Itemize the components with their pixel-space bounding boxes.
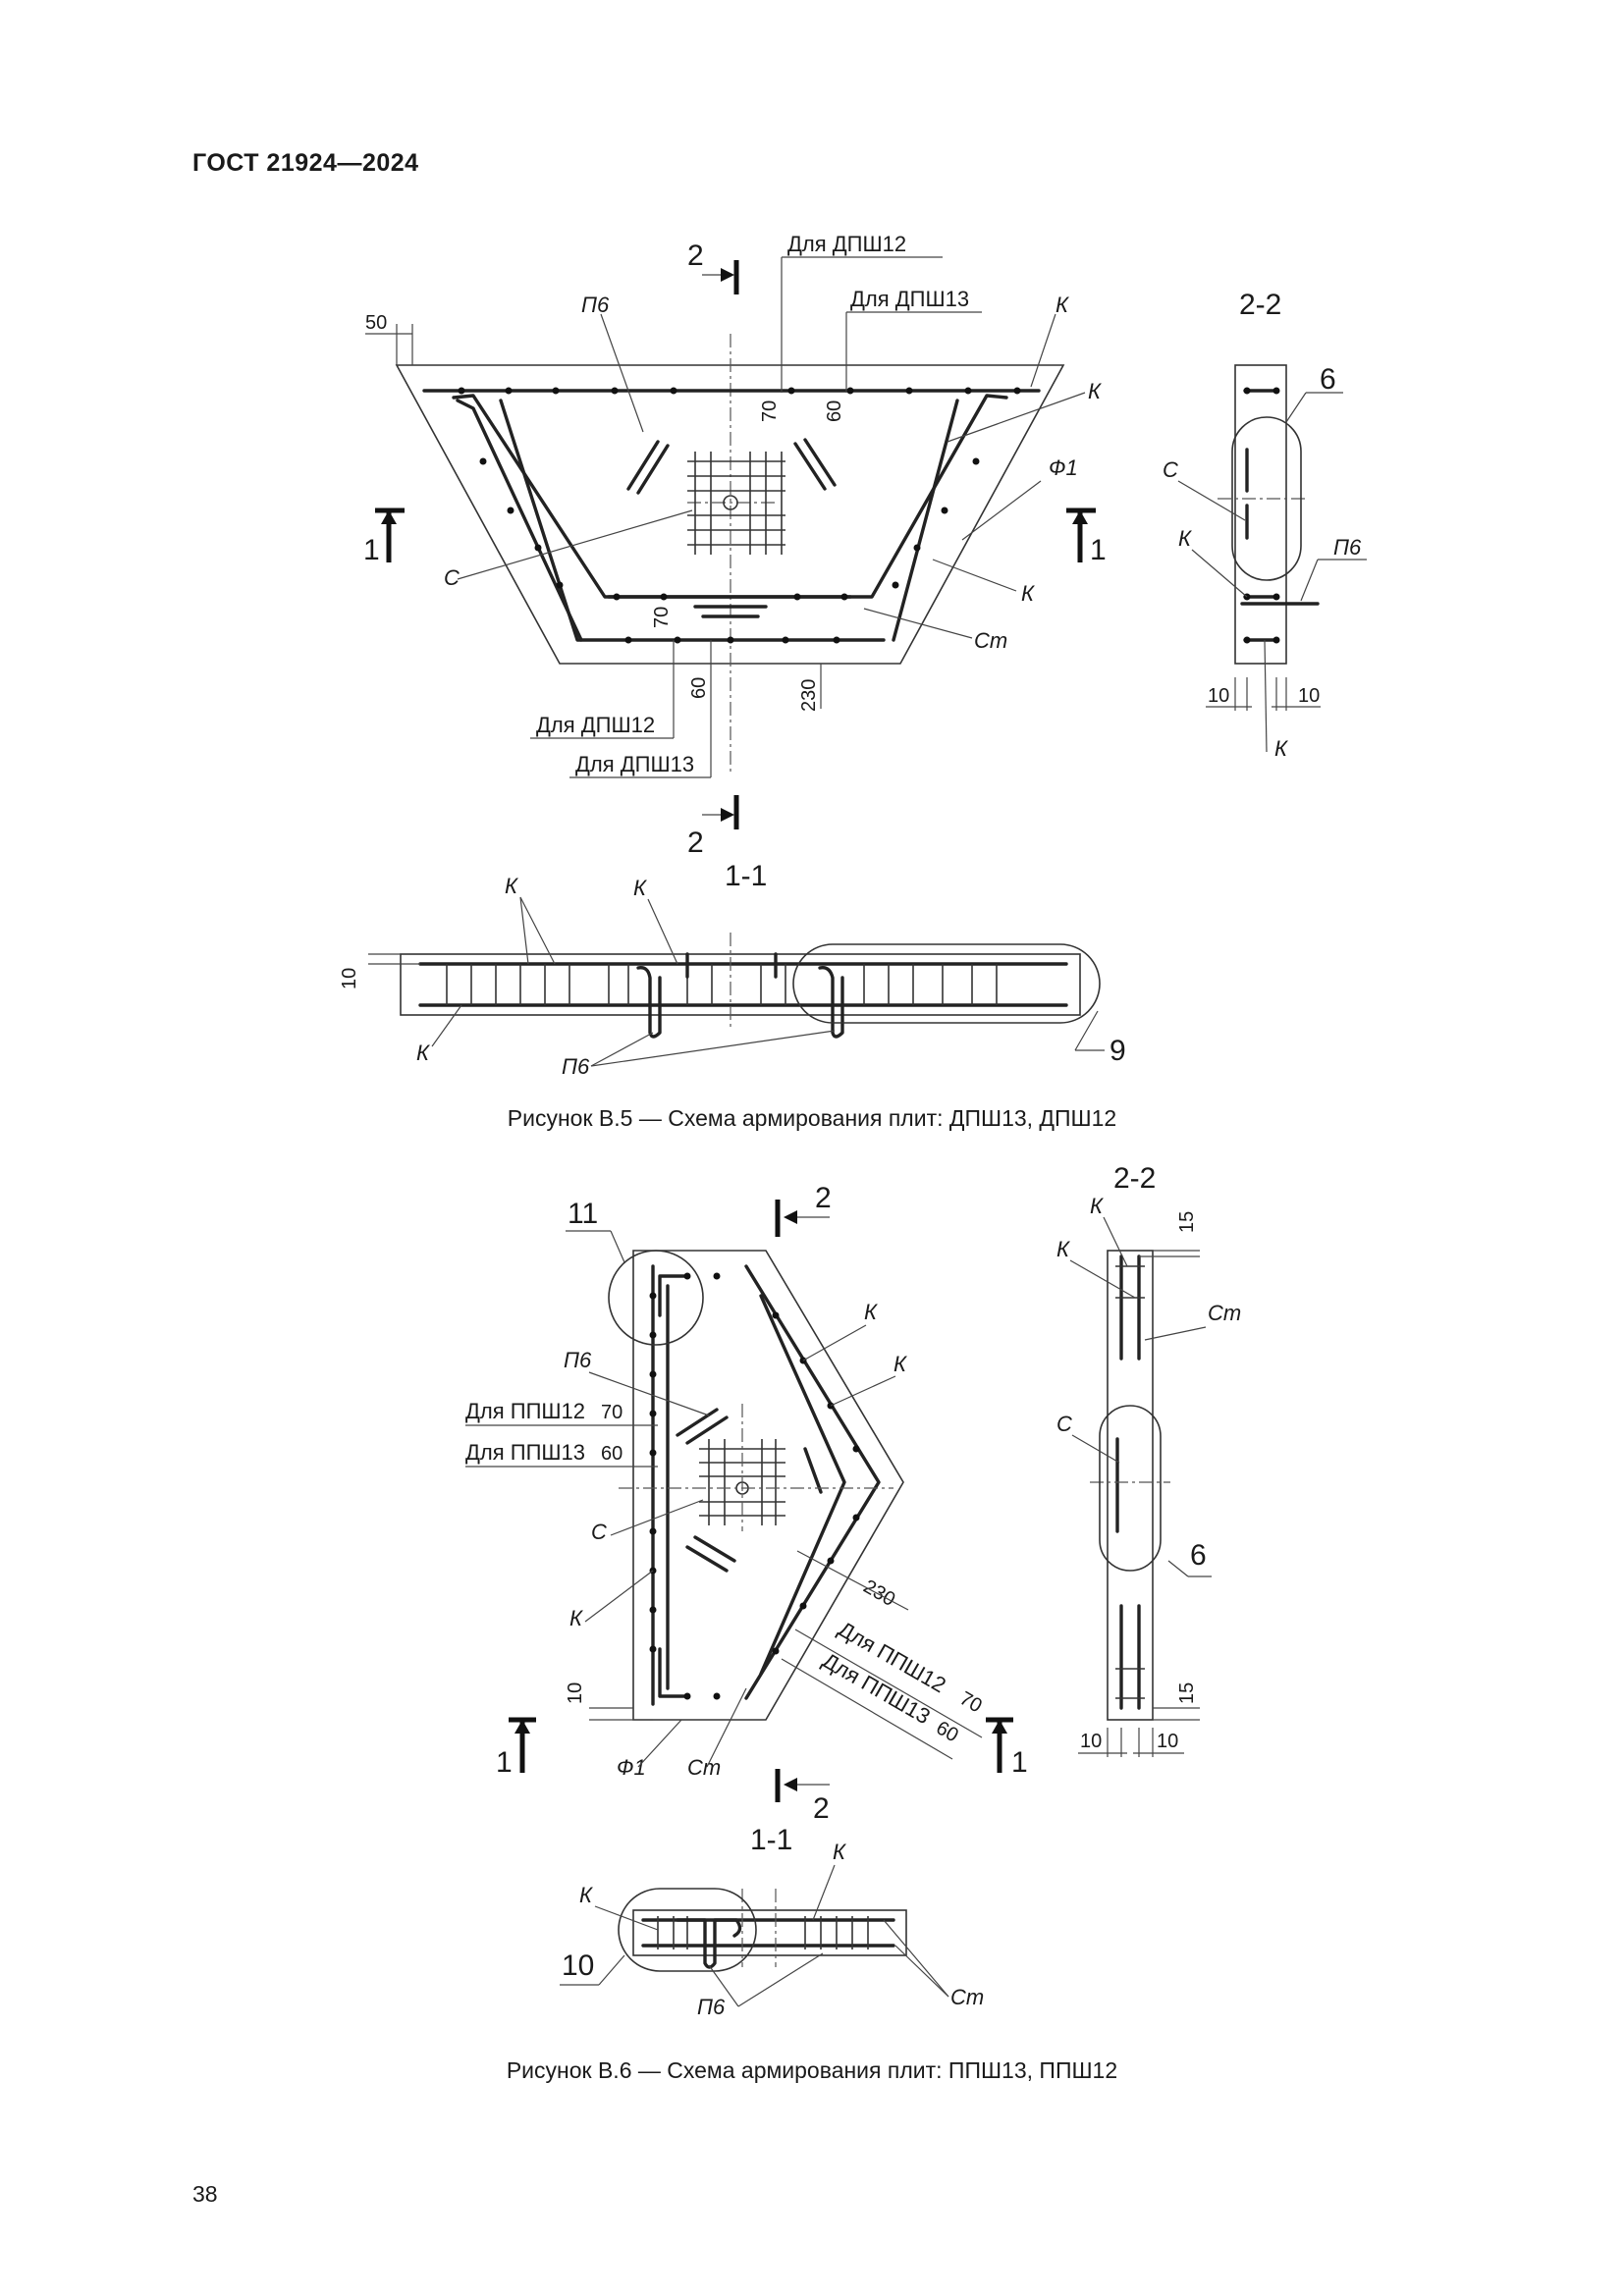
b6-callout-10: 10 — [562, 1949, 594, 1982]
b6-section-1-1-title: 1-1 — [750, 1824, 792, 1856]
b5-1-1-label-k-1: К — [505, 874, 518, 898]
b6-callout-6: 6 — [1190, 1539, 1207, 1572]
document-header: ГОСТ 21924—2024 — [192, 149, 419, 177]
b6-dim-70-right: 70 — [956, 1687, 986, 1717]
b6-label-ppsh13-left: Для ППШ13 — [465, 1440, 585, 1465]
b6-section-label-st: Ст — [1208, 1301, 1241, 1325]
b6-label-f1: Ф1 — [617, 1755, 646, 1780]
b6-dim-60-right: 60 — [933, 1717, 962, 1746]
b5-1-1-label-p6: П6 — [562, 1054, 590, 1079]
b5-dim-10-section: 10 — [339, 968, 360, 989]
b6-cut-1-left: 1 — [496, 1746, 513, 1779]
b5-callout-6: 6 — [1320, 363, 1336, 396]
b5-section-label-k-2: К — [1274, 736, 1288, 761]
b6-dim-10-plan: 10 — [565, 1682, 586, 1704]
b5-dim-50: 50 — [365, 312, 387, 334]
b6-dim-15-top: 15 — [1176, 1211, 1198, 1233]
b5-dim-10-right: 10 — [1298, 685, 1320, 707]
b5-dim-230: 230 — [798, 679, 820, 712]
b6-label-k-1: К — [864, 1300, 878, 1324]
b6-dim-230: 230 — [860, 1575, 899, 1611]
b6-cut-1-right: 1 — [1011, 1746, 1028, 1779]
b6-label-k-3: К — [569, 1606, 583, 1630]
b6-dim-15-bottom: 15 — [1176, 1682, 1198, 1704]
b5-1-1-label-k-2: К — [633, 876, 647, 900]
b5-label-f1: Ф1 — [1049, 455, 1078, 480]
b6-1-1-label-st: Ст — [950, 1985, 984, 2009]
b6-label-p6: П6 — [564, 1348, 592, 1372]
b5-dim-70-top: 70 — [759, 400, 781, 422]
b6-label-st: Ст — [687, 1755, 721, 1780]
b5-label-dpsh13-top: Для ДПШ13 — [850, 287, 969, 311]
b5-section-1-1-title: 1-1 — [725, 860, 767, 892]
b5-cut-2-bottom: 2 — [687, 827, 704, 859]
b5-dim-70-bottom: 70 — [651, 607, 673, 628]
figure-b5-section-2-2: 2-2 6 П6 С К 10 10 К — [1163, 289, 1367, 761]
b6-callout-11: 11 — [568, 1198, 598, 1230]
b6-dim-70-left: 70 — [601, 1402, 623, 1423]
figure-b6-plan: 11 2 2 1 1 Для ППШ12 70 Для ППШ13 60 П6 … — [465, 1182, 1028, 1825]
b6-section-label-k-2: К — [1056, 1237, 1070, 1261]
b6-cut-2-top: 2 — [815, 1182, 832, 1214]
b5-cut-2-top: 2 — [687, 240, 704, 272]
figure-b5-plan: 1 1 2 2 50 Для ДПШ12 Для ДПШ13 70 60 П6 … — [363, 232, 1107, 859]
page-number: 38 — [192, 2181, 218, 2207]
b6-dim-60-left: 60 — [601, 1443, 623, 1465]
b5-label-dpsh12-top: Для ДПШ12 — [787, 232, 906, 256]
b6-dim-10-left: 10 — [1080, 1731, 1102, 1752]
b5-label-p6: П6 — [581, 293, 610, 317]
rebar-dots — [458, 387, 1021, 644]
b6-section-label-c: С — [1056, 1412, 1072, 1436]
b5-cut-1-right: 1 — [1090, 534, 1107, 566]
b5-section-label-c: С — [1163, 457, 1178, 482]
figure-b5-section-1-1: 1-1 9 К К К П6 10 — [339, 860, 1126, 1079]
b5-dim-60-top: 60 — [824, 400, 845, 422]
b5-callout-9: 9 — [1110, 1035, 1126, 1067]
b6-1-1-label-p6: П6 — [697, 1995, 726, 2019]
b5-section-2-2-title: 2-2 — [1239, 289, 1281, 321]
mesh-c — [687, 452, 785, 555]
b6-section-label-k-1: К — [1090, 1194, 1104, 1218]
b6-1-1-label-k-1: К — [579, 1883, 593, 1907]
b5-label-dpsh13-bottom: Для ДПШ13 — [575, 752, 694, 776]
b5-label-c: С — [444, 565, 460, 590]
figure-b5-caption: Рисунок В.5 — Схема армирования плит: ДП… — [507, 1105, 1117, 1131]
figure-b6-section-1-1: 1-1 10 К К П6 Ст — [560, 1824, 984, 2019]
b5-section-label-p6: П6 — [1333, 535, 1362, 560]
b6-label-k-2: К — [893, 1352, 907, 1376]
b5-section-1-1-stirrups — [446, 964, 998, 1005]
b5-label-dpsh12-bottom: Для ДПШ12 — [536, 713, 655, 737]
b5-dim-10-left: 10 — [1208, 685, 1229, 707]
b5-label-k-1: К — [1056, 293, 1069, 317]
b5-dim-60-bottom: 60 — [688, 677, 710, 699]
b6-cut-2-bottom: 2 — [813, 1792, 830, 1825]
b6-label-c: С — [591, 1520, 607, 1544]
b5-label-k-2: К — [1088, 379, 1102, 403]
figure-b6-caption: Рисунок В.6 — Схема армирования плит: ПП… — [506, 2057, 1118, 2083]
b5-label-st: Ст — [974, 628, 1007, 653]
b5-section-label-k-1: К — [1178, 526, 1192, 551]
b6-dim-10-right: 10 — [1157, 1731, 1178, 1752]
b6-1-1-label-k-2: К — [833, 1840, 846, 1864]
b6-label-ppsh12-left: Для ППШ12 — [465, 1399, 585, 1423]
b5-label-k-3: К — [1021, 581, 1035, 606]
figure-b6-section-2-2: 2-2 6 К К Ст С 15 15 10 10 — [1056, 1162, 1241, 1757]
b5-1-1-label-k-3: К — [416, 1041, 430, 1065]
b5-cut-1-left: 1 — [363, 534, 380, 566]
b6-section-2-2-title: 2-2 — [1113, 1162, 1156, 1195]
